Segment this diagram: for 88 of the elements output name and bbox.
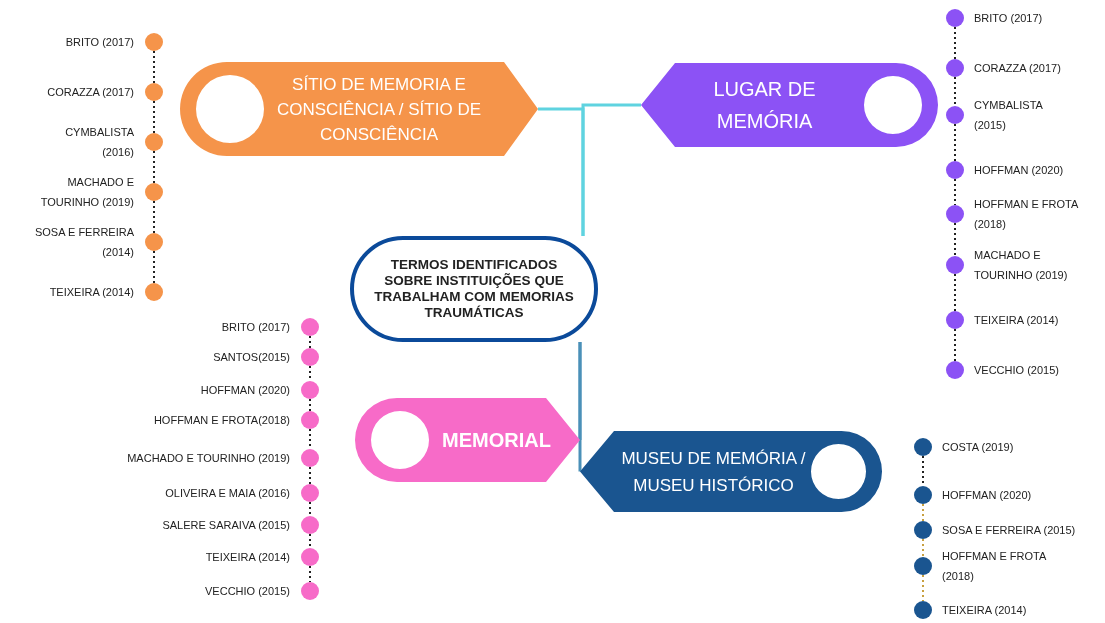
timeline-dot — [145, 133, 163, 151]
reference-label: HOFFMAN (2020) — [942, 488, 1033, 503]
tag-label: MEMORIAL — [442, 428, 551, 453]
dotted-connector — [309, 466, 311, 485]
dotted-connector — [153, 50, 155, 84]
timeline-dot — [301, 484, 319, 502]
timeline-dot — [145, 283, 163, 301]
timeline-dot — [946, 256, 964, 274]
tag-label: SÍTIO DE MEMORIA E CONSCIÊNCIA / SÍTIO DE CONSCIÊNCIA — [275, 73, 482, 146]
timeline-dot — [946, 361, 964, 379]
dotted-connector — [153, 200, 155, 234]
dotted-connector — [954, 273, 956, 312]
reference-label: SOSA E FERREIRA (2014) — [33, 225, 134, 260]
timeline-dot — [946, 311, 964, 329]
tag-label: MUSEU DE MEMÓRIA / MUSEU HISTÓRICO — [620, 447, 807, 497]
reference-label: HOFFMAN E FROTA (2018) — [942, 549, 1047, 584]
timeline-dot — [301, 348, 319, 366]
reference-label: HOFFMAN E FROTA(2018) — [152, 413, 290, 428]
dotted-connector — [922, 503, 924, 522]
reference-label: HOFFMAN E FROTA (2018) — [974, 197, 1079, 232]
topic-text: TERMOS IDENTIFICADOS SOBRE INSTITUIÇÕES QUE TRABALHAM COM MEMORIAS TRAUMÁTICAS — [373, 257, 575, 321]
timeline-dot — [914, 521, 932, 539]
timeline-dot — [914, 486, 932, 504]
connector-line — [581, 103, 641, 236]
timeline-dot — [145, 83, 163, 101]
reference-label: MACHADO E TOURINHO (2019) — [126, 451, 290, 466]
dotted-connector — [153, 100, 155, 134]
timeline-dot — [914, 601, 932, 619]
timeline-dot — [145, 233, 163, 251]
reference-label: VECCHIO (2015) — [974, 363, 1060, 378]
reference-label: TEIXEIRA (2014) — [942, 603, 1028, 618]
reference-label: SANTOS(2015) — [212, 350, 290, 365]
reference-label: SOSA E FERREIRA (2015) — [942, 523, 1077, 538]
timeline-dot — [946, 161, 964, 179]
reference-label: HOFFMAN (2020) — [199, 383, 290, 398]
timeline-dot — [145, 183, 163, 201]
tag-label: LUGAR DE MEMÓRIA — [712, 77, 817, 134]
timeline-dot — [301, 318, 319, 336]
dotted-connector — [309, 565, 311, 583]
tag-banner — [580, 431, 882, 512]
dotted-connector — [309, 398, 311, 412]
tag-banner — [355, 398, 580, 482]
dotted-connector — [922, 538, 924, 558]
connector-line — [578, 342, 582, 472]
dotted-connector — [922, 574, 924, 602]
timeline-dot — [145, 33, 163, 51]
timeline-dot — [301, 449, 319, 467]
reference-label: BRITO (2017) — [64, 35, 134, 50]
dotted-connector — [153, 250, 155, 284]
reference-label: SALERE SARAIVA (2015) — [161, 518, 290, 533]
tag-banner — [180, 62, 538, 156]
dotted-connector — [954, 328, 956, 362]
timeline-dot — [301, 548, 319, 566]
reference-label: CORAZZA (2017) — [974, 61, 1062, 76]
reference-label: BRITO (2017) — [220, 320, 290, 335]
timeline-dot — [946, 59, 964, 77]
timeline-dot — [301, 582, 319, 600]
dotted-connector — [954, 76, 956, 107]
reference-label: MACHADO E TOURINHO (2019) — [39, 175, 134, 210]
timeline-dot — [301, 381, 319, 399]
timeline-dot — [914, 438, 932, 456]
timeline-dot — [946, 9, 964, 27]
reference-label: MACHADO E TOURINHO (2019) — [974, 248, 1069, 283]
dotted-connector — [954, 178, 956, 206]
tag-banner — [641, 63, 938, 147]
timeline-dot — [301, 516, 319, 534]
reference-label: TEIXEIRA (2014) — [204, 550, 290, 565]
dotted-connector — [153, 150, 155, 184]
reference-label: TEIXEIRA (2014) — [48, 285, 134, 300]
reference-label: BRITO (2017) — [974, 11, 1044, 26]
reference-label: CYMBALISTA (2015) — [974, 98, 1044, 133]
reference-label: TEIXEIRA (2014) — [974, 313, 1060, 328]
reference-label: OLIVEIRA E MAIA (2016) — [164, 486, 290, 501]
reference-label: COSTA (2019) — [942, 440, 1015, 455]
dotted-connector — [309, 335, 311, 349]
timeline-dot — [946, 106, 964, 124]
dotted-connector — [954, 123, 956, 162]
reference-label: CYMBALISTA (2016) — [64, 125, 134, 160]
dotted-connector — [954, 222, 956, 257]
timeline-dot — [914, 557, 932, 575]
reference-label: CORAZZA (2017) — [46, 85, 134, 100]
timeline-dot — [301, 411, 319, 429]
dotted-connector — [309, 533, 311, 549]
dotted-connector — [309, 501, 311, 517]
reference-label: VECCHIO (2015) — [204, 584, 290, 599]
timeline-dot — [946, 205, 964, 223]
dotted-connector — [954, 26, 956, 60]
reference-label: HOFFMAN (2020) — [974, 163, 1065, 178]
